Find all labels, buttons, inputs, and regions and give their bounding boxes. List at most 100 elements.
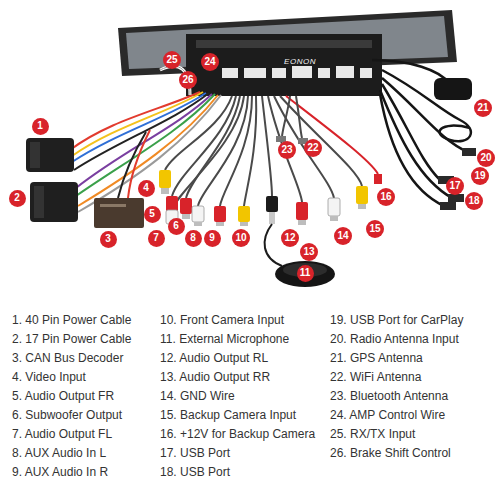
legend-item-wrap: 1. 40 Pin Power Cable xyxy=(12,310,131,328)
legend-item-wrap: 11. External Microphone xyxy=(160,329,289,347)
legend-item-wrap: 22. WiFi Antenna xyxy=(330,367,421,385)
callout-circle: 1 xyxy=(32,118,49,135)
callout-circle: 4 xyxy=(138,180,155,197)
callout-number: 16 xyxy=(380,192,391,202)
part-list-item: 1. 40 Pin Power Cable xyxy=(12,313,131,327)
part-list-item: 6. Subwoofer Output xyxy=(12,408,122,422)
legend-item-wrap: 12. Audio Output RL xyxy=(160,348,268,366)
part-list-item: 17. USB Port xyxy=(160,446,230,460)
usb-plug xyxy=(448,194,464,202)
part-list-item: 20. Radio Antenna Input xyxy=(330,332,459,346)
legend-item-wrap: 19. USB Port for CarPlay xyxy=(330,310,463,328)
part-list-item: 16. +12V for Backup Camera xyxy=(160,427,315,441)
power-connector-40pin xyxy=(26,138,74,172)
callout-circle: 6 xyxy=(168,218,185,235)
legend-item-wrap: 16. +12V for Backup Camera xyxy=(160,424,315,442)
microphone xyxy=(275,261,335,287)
brand-logo: EONON xyxy=(284,57,316,66)
part-list-item: 9. AUX Audio In R xyxy=(12,465,108,479)
legend-item-wrap: 25. RX/TX Input xyxy=(330,424,415,442)
callout-circle: 20 xyxy=(477,149,495,167)
legend-item-wrap: 3. CAN Bus Decoder xyxy=(12,348,123,366)
callout-circle: 16 xyxy=(377,188,395,206)
legend-item-wrap: 8. AUX Audio In L xyxy=(12,443,106,461)
callout-number: 5 xyxy=(149,209,155,219)
callout-circle: 24 xyxy=(201,53,219,71)
part-list-item: 11. External Microphone xyxy=(160,332,289,346)
callout-number: 15 xyxy=(369,224,380,234)
callout-circle: 26 xyxy=(179,71,197,89)
power-connector-17pin xyxy=(30,182,78,222)
chassis xyxy=(186,34,382,96)
legend-item-wrap: 26. Brake Shift Control xyxy=(330,443,451,461)
callout-number: 24 xyxy=(204,57,215,67)
part-list-item: 10. Front Camera Input xyxy=(160,313,284,327)
legend-item-wrap: 4. Video Input xyxy=(12,367,86,385)
callout-number: 18 xyxy=(468,196,479,206)
connector-latch xyxy=(30,142,40,168)
callout-number: 17 xyxy=(449,181,460,191)
callout-circle: 21 xyxy=(474,99,492,117)
callout-circle: 2 xyxy=(9,190,26,207)
connector-latch xyxy=(34,186,44,218)
callout-circle: 15 xyxy=(366,220,384,238)
legend-item-wrap: 5. Audio Output FR xyxy=(12,386,114,404)
legend-item-wrap: 9. AUX Audio In R xyxy=(12,462,108,480)
part-list-item: 8. AUX Audio In L xyxy=(12,446,106,460)
part-list-item: 5. Audio Output FR xyxy=(12,389,114,403)
usb-plug xyxy=(440,202,456,210)
callout-number: 9 xyxy=(209,233,215,243)
legend-item-wrap: 21. GPS Antenna xyxy=(330,348,423,366)
callout-number: 3 xyxy=(105,234,111,244)
callout-number: 1 xyxy=(37,121,43,131)
callout-circle: 11 xyxy=(297,265,314,282)
part-list-item: 7. Audio Output FL xyxy=(12,427,112,441)
legend-item-wrap: 20. Radio Antenna Input xyxy=(330,329,459,347)
callout-circle: 18 xyxy=(465,192,483,210)
callout-number: 2 xyxy=(14,193,20,203)
callout-circle: 23 xyxy=(278,141,296,159)
can-bus-detail xyxy=(100,204,126,207)
legend-item-wrap: 15. Backup Camera Input xyxy=(160,405,296,423)
part-list-item: 26. Brake Shift Control xyxy=(330,446,451,460)
callout-circle: 9 xyxy=(204,230,221,247)
chassis-sockets xyxy=(222,66,372,78)
part-list-item: 12. Audio Output RL xyxy=(160,351,268,365)
callout-circle: 13 xyxy=(300,243,318,261)
callout-circle: 17 xyxy=(446,177,464,195)
legend-item-wrap: 23. Bluetooth Antenna xyxy=(330,386,448,404)
callout-circle: 22 xyxy=(304,139,322,157)
callout-number: 21 xyxy=(477,103,488,113)
legend-item-wrap: 2. 17 Pin Power Cable xyxy=(12,329,131,347)
callout-circle: 10 xyxy=(232,229,250,247)
callout-number: 7 xyxy=(153,233,159,243)
callout-number: 13 xyxy=(303,247,314,257)
part-list-item: 3. CAN Bus Decoder xyxy=(12,351,123,365)
callout-circle: 12 xyxy=(281,229,299,247)
part-list-item: 21. GPS Antenna xyxy=(330,351,423,365)
callout-number: 26 xyxy=(182,75,193,85)
callout-number: 8 xyxy=(190,233,196,243)
callout-number: 20 xyxy=(480,153,491,163)
callout-circle: 14 xyxy=(334,227,352,245)
callout-number: 4 xyxy=(143,183,149,193)
part-list-item: 19. USB Port for CarPlay xyxy=(330,313,463,327)
callout-circle: 19 xyxy=(471,167,489,185)
callout-number: 12 xyxy=(284,233,295,243)
legend-item-wrap: 7. Audio Output FL xyxy=(12,424,112,442)
legend-item-wrap: 18. USB Port xyxy=(160,462,230,480)
part-list-item: 24. AMP Control Wire xyxy=(330,408,445,422)
callout-number: 6 xyxy=(173,221,179,231)
chassis-vent xyxy=(196,40,372,48)
part-list-item: 14. GND Wire xyxy=(160,389,235,403)
part-list-item: 13. Audio Output RR xyxy=(160,370,270,384)
part-list-item: 2. 17 Pin Power Cable xyxy=(12,332,131,346)
part-list-item: 18. USB Port xyxy=(160,465,230,479)
legend-item-wrap: 17. USB Port xyxy=(160,443,230,461)
legend-item-wrap: 13. Audio Output RR xyxy=(160,367,270,385)
legend-item-wrap: 6. Subwoofer Output xyxy=(12,405,122,423)
rca-plugs xyxy=(159,170,382,226)
legend-item-wrap: 24. AMP Control Wire xyxy=(330,405,445,423)
rca-wires xyxy=(165,96,378,210)
